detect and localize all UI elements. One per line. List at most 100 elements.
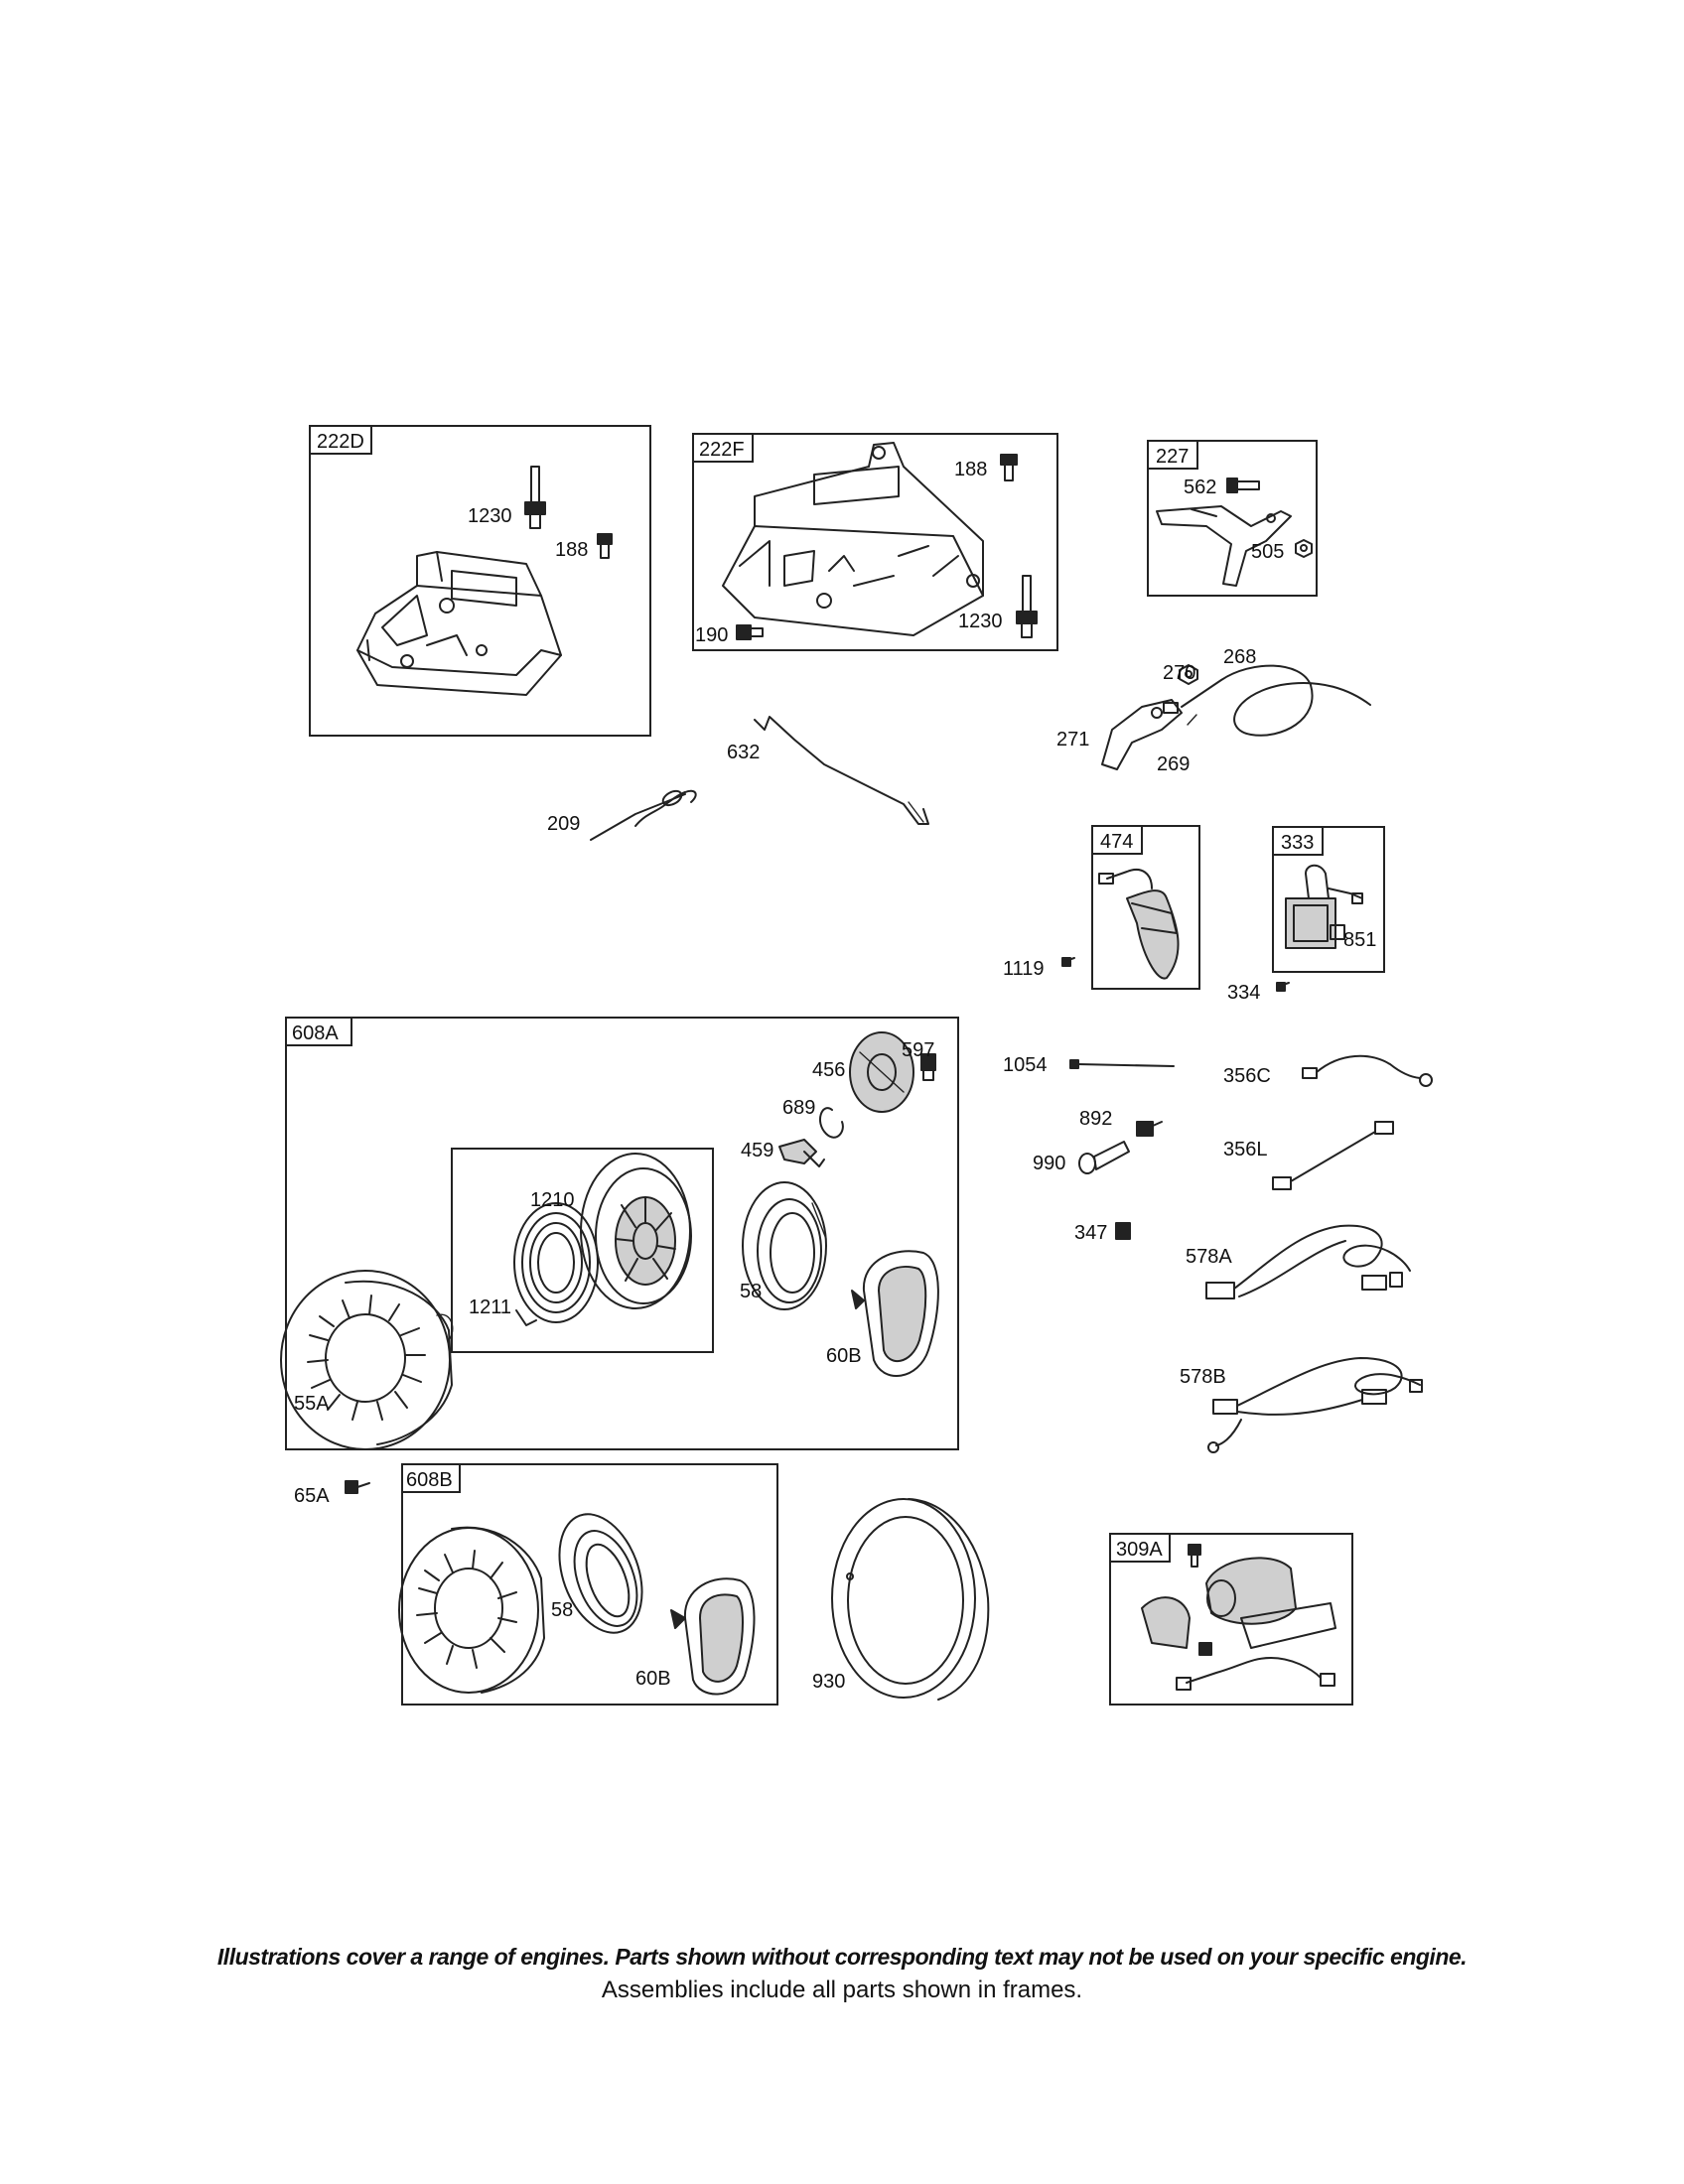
label-578A: 578A [1186, 1246, 1232, 1268]
label-58: 58 [740, 1281, 762, 1302]
frame-label-608B: 608B [406, 1469, 453, 1491]
label-188: 188 [954, 459, 987, 480]
label-334: 334 [1227, 982, 1260, 1004]
ignition-armature-474 [1098, 869, 1180, 980]
friction-plate-456 [849, 1031, 914, 1113]
engine-base-plate-222F [722, 442, 984, 636]
frame-label-309A: 309A [1116, 1539, 1163, 1561]
bolt-188-icon [597, 533, 613, 559]
label-270: 270 [1163, 662, 1195, 684]
frame-tag-474: 474 [1091, 825, 1143, 855]
frame-222F: 222F [692, 433, 1058, 651]
frame-label-608A: 608A [292, 1023, 339, 1044]
screw-597-icon [920, 1053, 936, 1081]
footer-warning: Illustrations cover a range of engines. … [216, 1944, 1468, 1970]
label-268: 268 [1223, 646, 1256, 668]
label-459: 459 [741, 1140, 773, 1161]
frame-tag-309A: 309A [1109, 1533, 1171, 1563]
pawl-459-icon [778, 1139, 825, 1167]
label-209: 209 [547, 813, 580, 835]
label-1230: 1230 [958, 611, 1003, 632]
frame-label-474: 474 [1100, 831, 1133, 853]
label-578B: 578B [1180, 1366, 1226, 1388]
label-597: 597 [902, 1039, 934, 1061]
frame-tag-222F: 222F [692, 433, 754, 463]
label-851: 851 [1343, 929, 1376, 951]
frame-tag-227: 227 [1147, 440, 1198, 470]
frame-label-227: 227 [1156, 446, 1189, 468]
frame-222D: 222D [309, 425, 651, 737]
frame-label-222D: 222D [317, 431, 364, 453]
frame-tag-608A: 608A [285, 1017, 352, 1046]
frame-tag-222D: 222D [309, 425, 372, 455]
ignition-module-333 [1285, 864, 1363, 949]
label-930: 930 [812, 1671, 845, 1693]
screw-334-icon [1276, 982, 1290, 992]
label-1054: 1054 [1003, 1054, 1048, 1076]
rewind-housing-608B [398, 1526, 545, 1694]
footer: Illustrations cover a range of engines. … [0, 1944, 1684, 2004]
label-456: 456 [812, 1059, 845, 1081]
frame-tag-333: 333 [1272, 826, 1324, 856]
frame-309A: 309A [1109, 1533, 1353, 1706]
label-188: 188 [555, 539, 588, 561]
frame-608A-inner-pulley [451, 1148, 714, 1353]
label-190: 190 [695, 624, 728, 646]
label-1230: 1230 [468, 505, 512, 527]
label-562: 562 [1184, 477, 1216, 498]
blower-housing-ring-930 [831, 1498, 990, 1701]
electric-starter-309A [1141, 1544, 1336, 1691]
throttle-bracket-271 [1101, 699, 1183, 770]
label-60B: 60B [635, 1668, 671, 1690]
key-990-icon [1078, 1141, 1130, 1174]
label-990: 990 [1033, 1153, 1065, 1174]
pulley-1210 [580, 1153, 692, 1309]
frame-227: 227 [1147, 440, 1318, 597]
footer-note: Assemblies include all parts shown in fr… [601, 1977, 1083, 2003]
frame-474: 474 [1091, 825, 1200, 990]
bolt-188-icon [1000, 454, 1018, 481]
label-65A: 65A [294, 1485, 330, 1507]
rewind-spring-58 [558, 1513, 643, 1634]
nut-505-icon [1295, 539, 1313, 558]
screw-562-icon [1226, 478, 1260, 493]
screw-1119-icon [1061, 957, 1075, 967]
rewind-spring-1211 [513, 1202, 599, 1326]
label-1119: 1119 [1003, 958, 1045, 980]
stud-1230-icon [1016, 575, 1038, 638]
label-269: 269 [1157, 753, 1190, 775]
frame-label-333: 333 [1281, 832, 1314, 854]
wire-356C [1302, 1054, 1433, 1087]
label-55A: 55A [294, 1393, 330, 1415]
label-356L: 356L [1223, 1139, 1268, 1160]
cable-268 [1181, 664, 1371, 737]
governor-spring-209 [590, 789, 697, 841]
label-58: 58 [551, 1599, 573, 1621]
label-60B: 60B [826, 1345, 862, 1367]
label-271: 271 [1056, 729, 1089, 751]
tie-strap-1054 [1069, 1059, 1175, 1069]
bolt-190-icon [736, 624, 764, 640]
rewind-housing-55A [280, 1270, 454, 1450]
frame-608A: 608A [285, 1017, 959, 1450]
label-1210: 1210 [530, 1189, 575, 1211]
harness-578A [1205, 1224, 1411, 1299]
label-347: 347 [1074, 1222, 1107, 1244]
governor-link-632 [754, 716, 929, 825]
rewind-spring-58 [742, 1181, 827, 1310]
label-632: 632 [727, 742, 760, 763]
frame-label-222F: 222F [699, 439, 745, 461]
switch-892-icon [1136, 1121, 1163, 1137]
engine-base-plate-222D [356, 551, 562, 696]
label-505: 505 [1251, 541, 1284, 563]
label-892: 892 [1079, 1108, 1112, 1130]
screw-65A-icon [345, 1480, 370, 1494]
stud-1230-icon [524, 466, 546, 529]
label-356C: 356C [1223, 1065, 1271, 1087]
retainer-689-icon [818, 1107, 844, 1139]
clip-347-icon [1115, 1222, 1131, 1240]
wire-356L [1272, 1121, 1394, 1190]
control-bracket-227 [1156, 505, 1292, 587]
